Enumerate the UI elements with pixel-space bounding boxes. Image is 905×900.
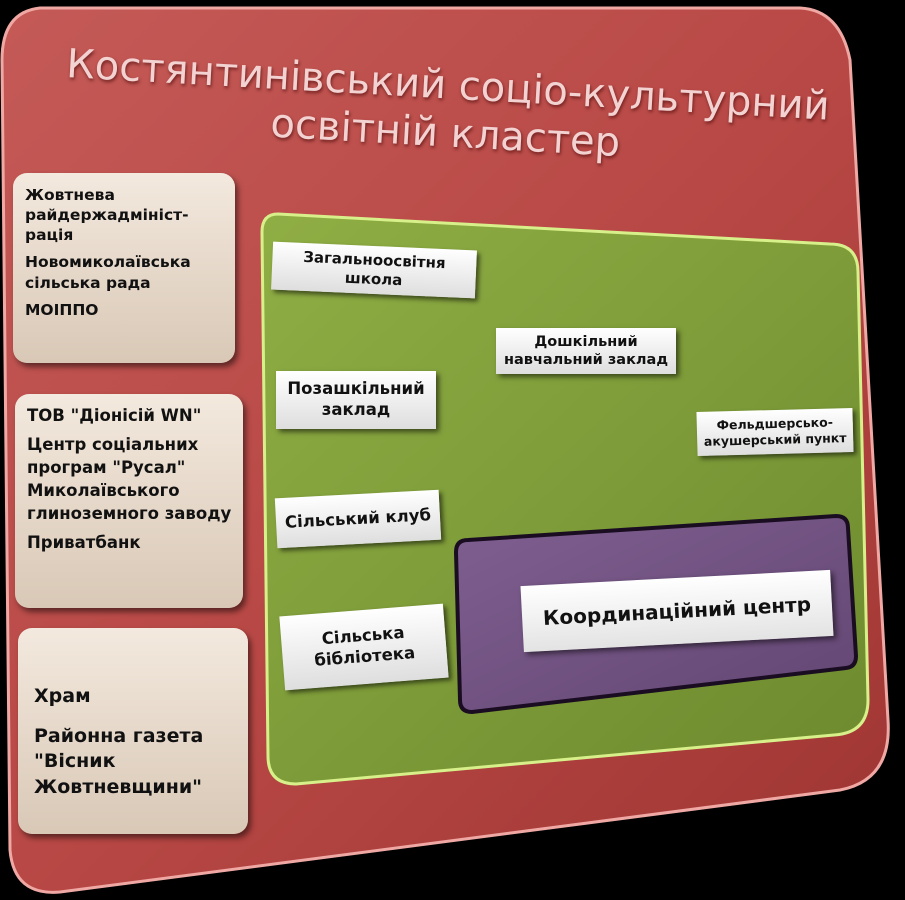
institution-extracurricular: Позашкільний заклад: [276, 371, 436, 429]
partner-item: МОІППО: [25, 300, 99, 319]
partner-item: Храм: [34, 685, 91, 707]
institution-preschool: Дошкільний навчальний заклад: [496, 328, 676, 374]
partner-item: Районна газета "Вісник Жовтневщини": [34, 724, 204, 798]
partner-item: ТОВ "Діонісій WN": [27, 406, 202, 425]
partner-item: Жовтнева райдержадмініст-рація: [25, 186, 189, 245]
partner-item: Новомиколаївська сільська рада: [25, 253, 191, 292]
partner-group-authorities: Жовтнева райдержадмініст-рація Новомикол…: [13, 173, 235, 363]
institution-medical: Фельдшерсько-акушерський пункт: [696, 407, 854, 457]
partner-group-business: ТОВ "Діонісій WN" Центр соціальних прогр…: [15, 394, 243, 608]
partner-item: Приватбанк: [27, 533, 141, 553]
partner-group-community: Храм Районна газета "Вісник Жовтневщини": [18, 628, 248, 834]
institution-school: Загальноосвітня школа: [271, 241, 477, 299]
institution-library: Сільська бібліотека: [279, 603, 449, 691]
institution-club: Сільський клуб: [274, 489, 442, 549]
partner-item: Центр соціальних програм "Русал" Миколаї…: [27, 435, 232, 524]
